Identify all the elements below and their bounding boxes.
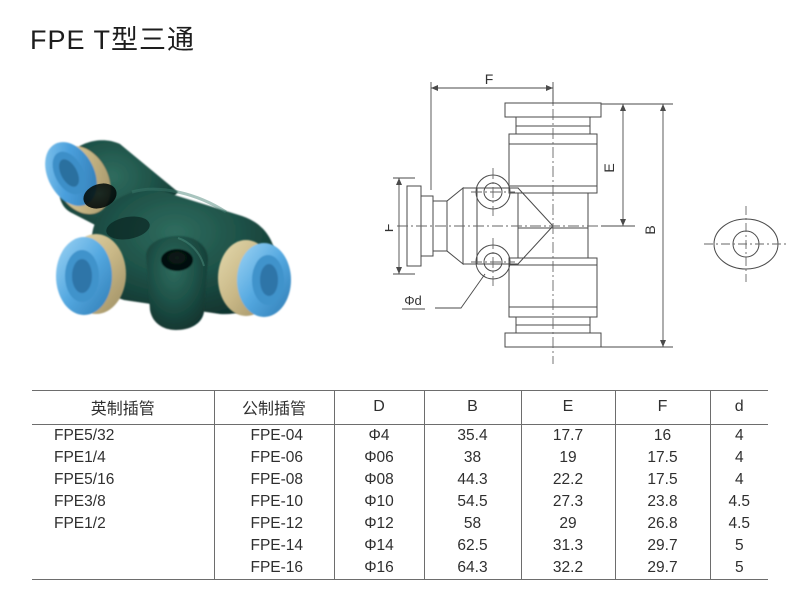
cell-f: 29.7 — [614, 557, 710, 580]
cell-metric: FPE-08 — [213, 469, 334, 491]
cell-b: 38 — [423, 447, 521, 469]
cell-metric: FPE-12 — [213, 513, 334, 535]
photo-body-shadow — [106, 216, 150, 240]
cell-b: 58 — [423, 513, 521, 535]
cell-d-small: 5 — [709, 557, 768, 580]
photo-top-highlight — [131, 187, 227, 214]
cell-imperial — [32, 557, 214, 580]
column-header-dd: d — [709, 390, 768, 425]
cell-d: Φ06 — [333, 447, 424, 469]
cell-e: 29 — [520, 513, 615, 535]
cell-imperial: FPE5/32 — [54, 427, 115, 444]
page-title: FPE T型三通 — [30, 25, 196, 55]
photo-upper-recess — [83, 183, 117, 209]
dim-label-f-left: F — [385, 224, 396, 233]
photo-lower-left-port — [56, 234, 126, 315]
column-header-imperial: 英制插管 — [32, 390, 214, 425]
cell-d-small: 4.5 — [709, 513, 768, 535]
dim-label-e: E — [601, 163, 617, 172]
photo-right-port — [218, 240, 291, 317]
cell-imperial: FPE1/4 — [54, 449, 106, 466]
cell-imperial — [32, 535, 214, 557]
cell-f: 26.8 — [614, 513, 710, 535]
cell-f: 23.8 — [614, 491, 710, 513]
cell-imperial: FPE5/16 — [54, 471, 115, 488]
cell-imperial: FPE3/8 — [54, 493, 106, 510]
cell-f: 29.7 — [614, 535, 710, 557]
cell-imperial: FPE1/2 — [54, 515, 106, 532]
dim-label-b: B — [642, 225, 658, 234]
cell-d-small: 4 — [709, 447, 768, 469]
cell-f: 16 — [614, 424, 710, 447]
end-view-centerlines — [704, 206, 788, 282]
dim-label-f-top: F — [485, 71, 494, 87]
cell-metric: FPE-10 — [213, 491, 334, 513]
dwg-dimension-lines — [393, 82, 673, 348]
cell-b: 62.5 — [423, 535, 521, 557]
cell-e: 32.2 — [520, 557, 615, 580]
photo-center-stub — [146, 236, 208, 330]
cell-e: 22.2 — [520, 469, 615, 491]
product-photo — [28, 88, 328, 343]
cell-metric: FPE-04 — [213, 424, 334, 447]
cell-b: 64.3 — [423, 557, 521, 580]
cell-d: Φ14 — [333, 535, 424, 557]
photo-highlight — [177, 237, 205, 267]
technical-drawing: F F E B Φd — [380, 68, 695, 380]
cell-metric: FPE-16 — [213, 557, 334, 580]
cell-d-small: 4 — [709, 424, 768, 447]
cell-f: 17.5 — [614, 469, 710, 491]
end-view-detail — [690, 188, 800, 300]
cell-e: 27.3 — [520, 491, 615, 513]
cell-b: 54.5 — [423, 491, 521, 513]
cell-d: Φ4 — [333, 424, 424, 447]
column-header-f: F — [614, 390, 710, 425]
dwg-upper-barrel — [508, 133, 598, 194]
cell-d: Φ16 — [333, 557, 424, 580]
product-photo-image — [45, 140, 291, 330]
cell-d: Φ12 — [333, 513, 424, 535]
cell-e: 31.3 — [520, 535, 615, 557]
dim-label-phi-d: Φd — [404, 293, 422, 308]
end-view-detail-svg — [704, 206, 788, 282]
cell-d-small: 5 — [709, 535, 768, 557]
cell-metric: FPE-06 — [213, 447, 334, 469]
table-header-row: 英制插管 公制插管 D B E F d — [32, 390, 768, 425]
column-header-metric: 公制插管 — [213, 390, 334, 425]
cell-e: 19 — [520, 447, 615, 469]
cell-b: 35.4 — [423, 424, 521, 447]
technical-drawing-svg: F F E B Φd — [380, 71, 673, 364]
cell-d: Φ10 — [333, 491, 424, 513]
column-header-d: D — [333, 390, 424, 425]
dwg-lower-barrel — [508, 257, 598, 318]
dwg-centerlines — [397, 90, 617, 364]
column-header-b: B — [423, 390, 521, 425]
cell-d: Φ08 — [333, 469, 424, 491]
cell-d-small: 4 — [709, 469, 768, 491]
cell-e: 17.7 — [520, 424, 615, 447]
cell-b: 44.3 — [423, 469, 521, 491]
cell-d-small: 4.5 — [709, 491, 768, 513]
cell-f: 17.5 — [614, 447, 710, 469]
column-header-e: E — [520, 390, 615, 425]
cell-metric: FPE-14 — [213, 535, 334, 557]
